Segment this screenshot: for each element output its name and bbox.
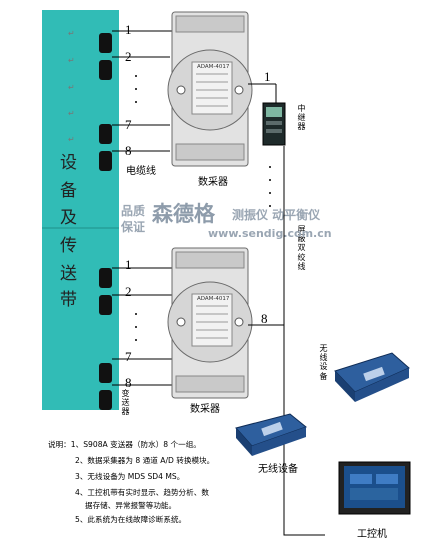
module-model-top: ADAM-4017 [197, 64, 230, 70]
bottom-wires [112, 267, 176, 386]
transmitter-8 [99, 151, 112, 171]
collector-label-bottom: 数采器 [190, 404, 220, 415]
return-arrow-icon: ↵ [68, 29, 75, 38]
channel-number: 2 [125, 284, 132, 299]
belt-char-1: 设 [60, 153, 77, 173]
link-lines [248, 83, 325, 536]
transmitter-label: 变送器 [121, 389, 130, 417]
note-line: 3、无线设备为 MDS SD4 MS。 [75, 472, 185, 481]
channel-number: 7 [125, 117, 132, 132]
belt-char-5: 送 [60, 264, 77, 284]
bottom-link-number: 8 [261, 311, 268, 326]
transmitters [99, 33, 112, 410]
adam-module-bottom [167, 247, 253, 399]
wireless-label-right: 无线设备 [319, 344, 328, 381]
repeater-link-number: 1 [264, 69, 271, 84]
ipc-label: 工控机 [357, 529, 387, 540]
transmitter-2 [99, 60, 112, 80]
watermark-left2: 保证 [121, 220, 146, 234]
industrial-pc [338, 461, 411, 515]
belt-char-3: 及 [60, 208, 77, 228]
bottom-dots [135, 313, 137, 341]
belt-char-4: 传 [60, 236, 77, 256]
return-arrow-icon: ↵ [68, 56, 75, 65]
top-wires [112, 30, 177, 152]
adam-module-top [167, 11, 253, 167]
note-line: 说明：1、S908A 变送器（防水）8 个一组。 [48, 440, 201, 449]
note-line: 4、工控机带有实时显示、趋势分析、数 [75, 488, 209, 497]
return-arrow-icon: ↵ [68, 135, 75, 144]
watermark-url: www.sendig.com.cn [208, 227, 332, 240]
note-line: 据存储、异常报警等功能。 [85, 501, 177, 510]
channel-number: 8 [125, 375, 132, 390]
channel-number: 8 [125, 143, 132, 158]
cable-label: 电缆线 [126, 166, 156, 177]
repeater-device [262, 102, 286, 146]
belt-char-2: 备 [60, 181, 77, 201]
watermark-brand: 森德格 [152, 202, 215, 226]
top-dots [135, 75, 137, 103]
repeater-label: 中继器 [297, 104, 306, 132]
transmitter-12 [99, 390, 112, 410]
belt-char-6: 带 [60, 290, 77, 310]
channel-number: 1 [125, 22, 132, 37]
wireless-device-right [334, 352, 410, 402]
transmitter-9 [99, 268, 112, 288]
channel-number: 2 [125, 49, 132, 64]
shield-label: 屏蔽双绞线 [297, 225, 306, 271]
module-model-bottom: ADAM-4017 [197, 296, 230, 302]
wireless-label-bottom: 无线设备 [258, 464, 298, 475]
return-arrow-icon: ↵ [68, 83, 75, 92]
wireless-device-bottom [235, 413, 308, 456]
note-line: 2、数据采集器为 8 通道 A/D 转换模块。 [75, 456, 215, 465]
channel-number: 1 [125, 257, 132, 272]
transmitter-11 [99, 363, 112, 383]
transmitter-7 [99, 124, 112, 144]
return-arrow-icon: ↵ [68, 109, 75, 118]
collector-label-top: 数采器 [198, 177, 228, 188]
transmitter-10 [99, 295, 112, 315]
shield-dots [269, 166, 271, 207]
transmitter-1 [99, 33, 112, 53]
watermark-left: 品质 [121, 204, 146, 218]
note-line: 5、此系统为在线故障诊断系统。 [75, 515, 187, 524]
channel-number: 7 [125, 349, 132, 364]
watermark-right: 测振仪 动平衡仪 [232, 208, 321, 222]
